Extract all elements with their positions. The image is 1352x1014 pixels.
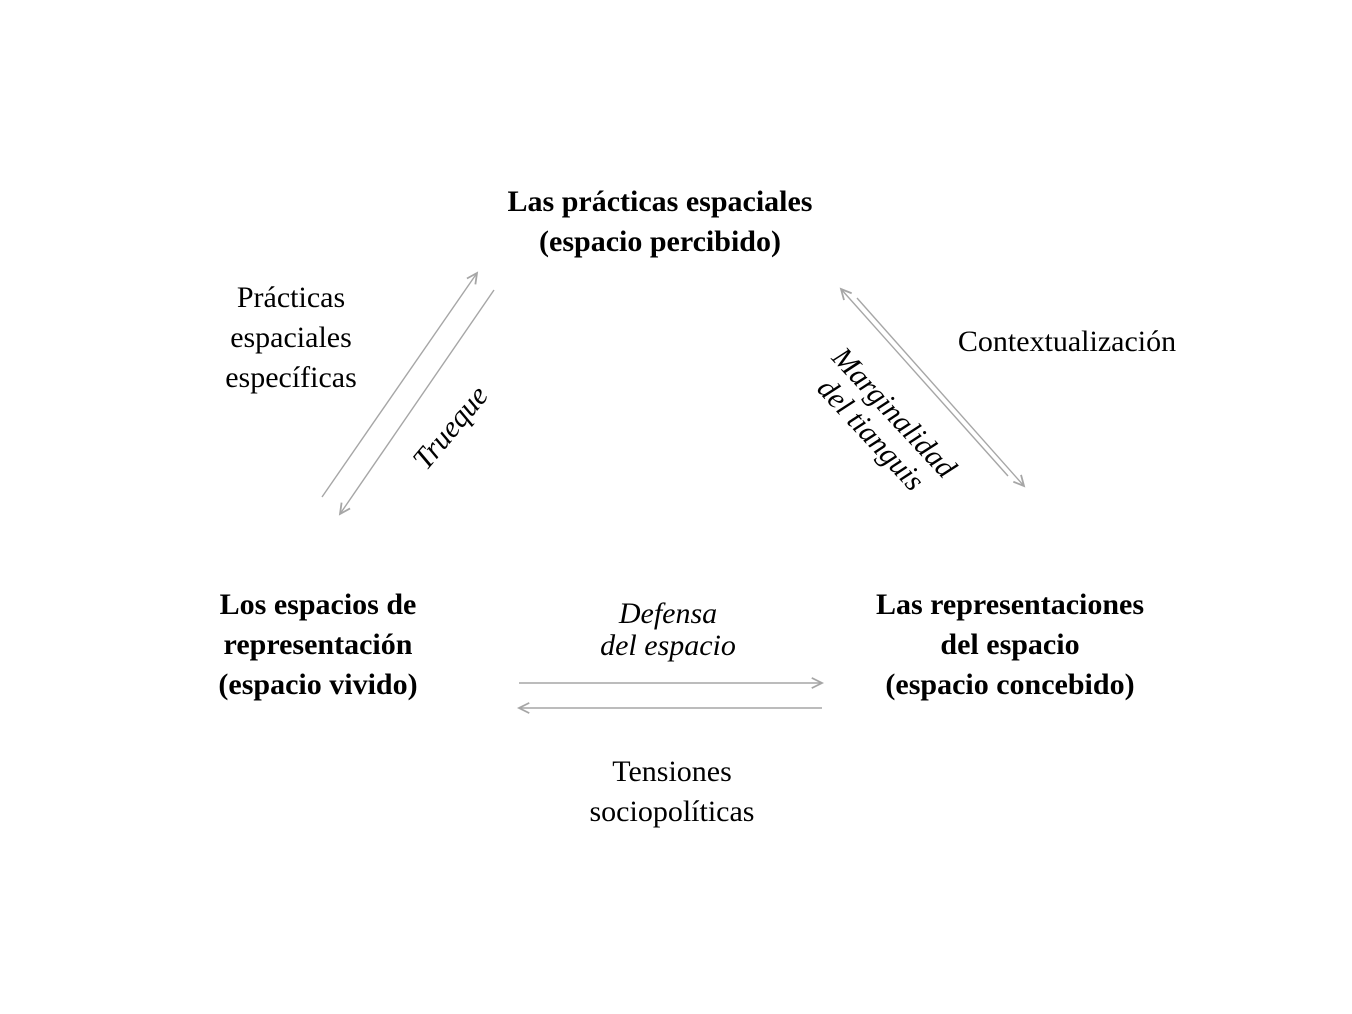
node-bottomright-line1: Las representaciones [875, 588, 1145, 621]
edge-left-outer-line3: específicas [225, 361, 357, 394]
edge-label-contextualizacion: Contextualización [958, 322, 1176, 362]
edge-bottom-inner-line1: Defensa [618, 597, 718, 630]
edge-bottom-outer-line2: sociopolíticas [589, 795, 755, 828]
arrow-top-to-bottomright-icon [856, 297, 1026, 488]
edge-label-defensa-del-espacio: Defensa del espacio [600, 598, 736, 662]
arrow-bottomleft-to-top-icon [321, 271, 479, 498]
arrow-top-to-bottomleft-icon [338, 289, 495, 516]
node-top-line2: (espacio percibido) [539, 225, 781, 258]
node-bottomright-line2: del espacio [940, 628, 1080, 661]
node-espacios-de-representacion: Los espacios de representación (espacio … [218, 585, 417, 705]
edge-bottom-inner-line2: del espacio [600, 629, 736, 662]
node-bottomleft-line2: representación [223, 628, 413, 661]
edge-right-outer-text: Contextualización [957, 325, 1177, 358]
edge-label-practicas-espaciales-especificas: Prácticas espaciales específicas [225, 278, 357, 398]
edge-label-tensiones-sociopoliticas: Tensiones sociopolíticas [590, 752, 755, 832]
node-bottomleft-line1: Los espacios de [219, 588, 417, 621]
edge-bottom-outer-line1: Tensiones [612, 755, 732, 788]
edge-left-outer-line1: Prácticas [236, 281, 346, 314]
node-top-line1: Las prácticas espaciales [507, 185, 813, 218]
node-bottomleft-line3: (espacio vivido) [218, 668, 418, 701]
node-practicas-espaciales: Las prácticas espaciales (espacio percib… [508, 182, 813, 262]
edge-left-outer-line2: espaciales [230, 321, 352, 354]
arrow-bottomright-to-top-icon [839, 287, 1009, 477]
node-bottomright-line3: (espacio concebido) [885, 668, 1135, 701]
node-representaciones-del-espacio: Las representaciones del espacio (espaci… [876, 585, 1144, 705]
